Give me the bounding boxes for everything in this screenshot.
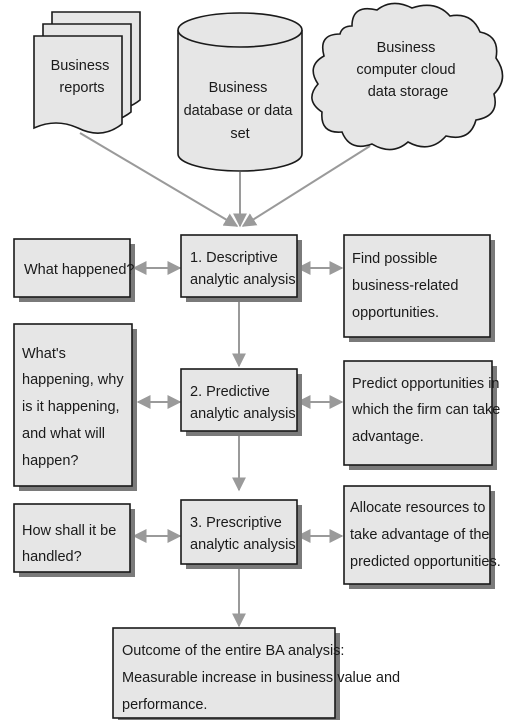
- result-2-box: [343, 360, 493, 466]
- database-label-line: set: [230, 126, 249, 142]
- document-stack-front: [33, 35, 123, 134]
- database-cylinder-body: [177, 30, 303, 172]
- step-1-label-line: 1. Descriptive: [190, 250, 278, 266]
- source-business-database: Business database or data set: [177, 12, 303, 172]
- cloud-label: Business computer cloud data storage: [356, 40, 459, 100]
- question-1-text: What happened?: [24, 262, 134, 278]
- database-label-line: database or data: [184, 103, 294, 119]
- outcome: Outcome of the entire BA analysis: Measu…: [112, 627, 404, 720]
- question-2-line: happening, why: [22, 372, 124, 388]
- result-1-line: Find possible: [352, 251, 437, 267]
- result-2-line: advantage.: [352, 429, 424, 445]
- cloud-label-line: data storage: [368, 84, 449, 100]
- database-cylinder-top: [177, 12, 303, 48]
- reports-label-line: reports: [59, 80, 104, 96]
- question-2-box: [13, 323, 133, 487]
- database-label: Business database or data set: [184, 80, 297, 142]
- outcome-line: performance.: [122, 697, 207, 713]
- step-2-label: 2. Predictive analytic analysis: [190, 384, 296, 422]
- step-3-label-line: 3. Prescriptive: [190, 515, 282, 531]
- cloud-shape: [311, 2, 504, 151]
- outcome-box: [112, 627, 336, 719]
- question-2-line: is it happening,: [22, 399, 120, 415]
- result-1-line: business-related: [352, 278, 458, 294]
- step-1-row: What happened? 1. Descriptive analytic a…: [13, 234, 495, 342]
- question-1-box: [13, 238, 131, 298]
- reports-label: Business reports: [51, 58, 114, 96]
- step-3-row: How shall it be handled? 3. Prescriptive…: [13, 485, 501, 589]
- question-1-line: What happened?: [24, 262, 134, 278]
- question-2-text: What's happening, why is it happening, a…: [22, 346, 128, 469]
- step-2-row: What's happening, why is it happening, a…: [13, 323, 504, 491]
- result-3-line: predicted opportunities.: [350, 554, 501, 570]
- question-3-box: [13, 503, 131, 573]
- result-3-box: [343, 485, 491, 585]
- database-label-line: Business: [209, 80, 268, 96]
- outcome-line: Outcome of the entire BA analysis:: [122, 643, 344, 659]
- outcome-line: Measurable increase in business value an…: [122, 670, 400, 686]
- step-1-box: [180, 234, 298, 298]
- question-3-line: How shall it be: [22, 523, 116, 539]
- step-1-label-line: analytic analysis: [190, 272, 296, 288]
- step-3-box: [180, 499, 298, 565]
- result-3-text: Allocate resources to take advantage of …: [350, 500, 501, 570]
- cloud-label-line: computer cloud: [356, 62, 455, 78]
- question-2-line: What's: [22, 346, 66, 362]
- result-2-line: which the firm can take: [351, 402, 500, 418]
- source-cloud-storage: Business computer cloud data storage: [311, 2, 504, 151]
- question-3-text: How shall it be handled?: [22, 523, 120, 565]
- result-3-line: take advantage of the: [350, 527, 489, 543]
- result-1-box: [343, 234, 491, 338]
- question-2-line: and what will: [22, 426, 105, 442]
- question-2-line: happen?: [22, 453, 78, 469]
- result-1-line: opportunities.: [352, 305, 439, 321]
- result-2-line: Predict opportunities in: [352, 376, 500, 392]
- connectors: [79, 132, 371, 628]
- step-2-box: [180, 368, 298, 432]
- source-business-reports: Business reports: [33, 11, 141, 134]
- result-3-line: Allocate resources to: [350, 500, 485, 516]
- cloud-label-line: Business: [377, 40, 436, 56]
- connector-reports-to-step1: [79, 132, 239, 227]
- step-3-label-line: analytic analysis: [190, 537, 296, 553]
- step-2-label-line: 2. Predictive: [190, 384, 270, 400]
- reports-label-line: Business: [51, 58, 110, 74]
- step-1-label: 1. Descriptive analytic analysis: [190, 250, 296, 288]
- step-3-label: 3. Prescriptive analytic analysis: [190, 515, 296, 553]
- connector-cloud-to-step1: [241, 145, 371, 227]
- result-1-text: Find possible business-related opportuni…: [352, 251, 462, 321]
- outcome-text: Outcome of the entire BA analysis: Measu…: [122, 643, 404, 713]
- question-3-line: handled?: [22, 549, 82, 565]
- step-2-label-line: analytic analysis: [190, 406, 296, 422]
- result-2-text: Predict opportunities in which the firm …: [351, 376, 504, 445]
